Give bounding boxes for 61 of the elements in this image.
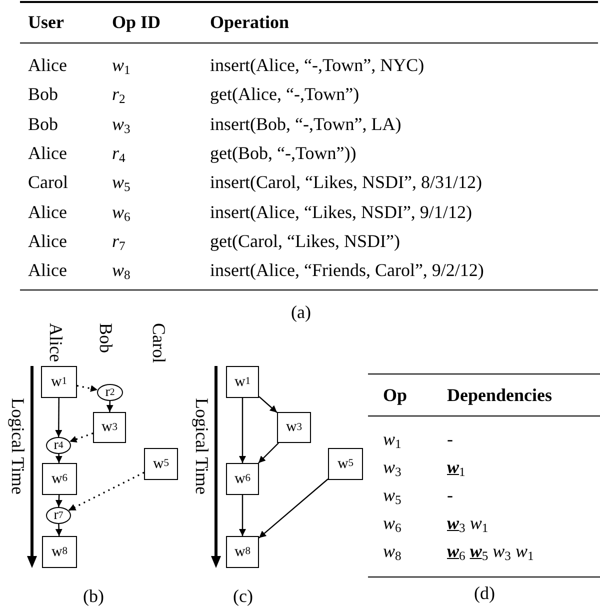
table-cell: Alice [28,142,67,163]
column-label: Carol [149,323,169,363]
caption: (a) [291,302,311,322]
table-cell: w$_{1}$ [383,429,402,449]
table-cell: r$_{7}$ [112,230,126,251]
caption: (b) [83,586,104,606]
arrow [239,398,246,463]
table-cell: w$_{1}$ [447,457,466,477]
arrow [55,524,62,536]
arrow [258,478,328,538]
table-cell: - [447,485,453,505]
table-cell: insert(Bob, “-,Town”, LA) [210,114,402,134]
table-cell: Alice [28,55,67,75]
column-header: Op ID [112,12,161,32]
caption: (c) [233,586,253,606]
table-cell: w$_{5}$ [112,172,130,192]
table-cell: Bob [28,114,58,134]
table-cell: get(Bob, “-,Town”)) [210,142,356,163]
arrow [69,432,94,443]
table-cell: w$_{1}$ [112,55,130,75]
table-cell: w$_{8}$ [112,260,130,280]
table-cell: Bob [28,84,58,104]
arrow [239,495,246,536]
arrow [258,396,278,413]
arrow [76,384,98,392]
column-label: Bob [96,323,116,354]
column-header: User [28,12,64,32]
arrow [55,454,62,464]
arrow [258,442,279,464]
table-cell: w$_{5}$ [383,485,402,505]
table-cell: get(Alice, “-,Town”) [210,84,360,104]
table-cell: r$_{4}$ [112,142,126,163]
table-cell: insert(Alice, “Likes, NSDI”, 9/1/12) [210,202,472,222]
table-cell: w$_{8}$ [383,541,402,561]
arrow [106,400,114,412]
table-cell: w$_{3}$ [383,457,402,477]
table-cell: w$_{6}$ w$_{5}$ w$_{3}$ w$_{1}$ [447,541,534,561]
caption: (d) [474,583,495,603]
column-label: Alice [46,323,66,362]
table-cell: - [447,429,453,449]
table-cell: Alice [28,230,67,251]
axis-label: Logical Time [8,398,28,495]
table-cell: r$_{2}$ [112,84,126,104]
axis-label: Logical Time [192,398,212,495]
table-cell: get(Carol, “Likes, NSDI”) [210,230,400,251]
table-cell: w$_{3}$ [112,114,130,134]
arrow [55,494,62,508]
arrow [55,398,62,437]
table-cell: w$_{6}$ [112,202,130,222]
column-header: Operation [210,12,289,32]
table-cell: Alice [28,260,67,280]
column-header: Dependencies [447,385,552,405]
table-cell: insert(Alice, “-,Town”, NYC) [210,55,424,75]
table-cell: insert(Alice, “Friends, Carol”, 9/2/12) [210,260,484,280]
table-cell: w$_{6}$ [383,513,402,533]
column-header: Op [383,385,408,405]
table-cell: w$_{3}$ w$_{1}$ [447,513,488,533]
arrow [68,472,144,512]
table-cell: Alice [28,202,67,222]
table-cell: insert(Carol, “Likes, NSDI”, 8/31/12) [210,172,482,192]
table-cell: Carol [28,172,68,192]
